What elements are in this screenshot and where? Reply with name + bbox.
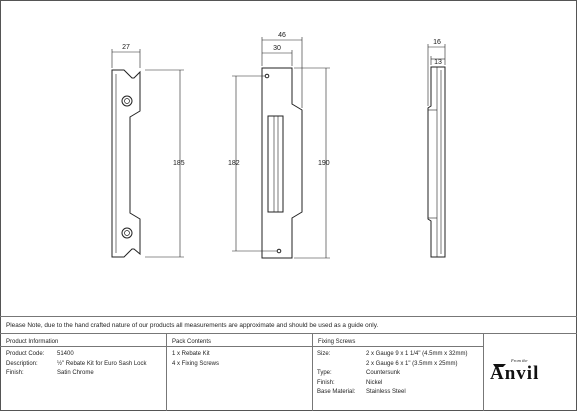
disclaimer-note: Please Note, due to the hand crafted nat…	[6, 322, 379, 329]
strike-hole-bottom	[276, 248, 282, 254]
divider-col2	[312, 333, 313, 411]
pack-contents-line-1: 1 x Rebate Kit	[172, 351, 210, 357]
divider-col1	[166, 333, 167, 411]
screw-finish-label: Finish:	[317, 379, 335, 386]
divider-col3	[483, 333, 484, 411]
rebate-side-view	[427, 66, 446, 258]
pack-contents-title: Pack Contents	[172, 339, 212, 345]
finish-value: Satin Chrome	[57, 370, 94, 376]
screw-type-value: Countersunk	[366, 370, 401, 376]
dim-label-13: 13	[434, 59, 442, 66]
dim-line-46	[261, 37, 303, 108]
base-material-value: Stainless Steel	[366, 389, 406, 395]
screw-hole-bottom	[121, 227, 133, 239]
description-label: Description:	[6, 360, 38, 367]
dim-label-182: 182	[228, 160, 240, 167]
screw-hole-top	[121, 95, 133, 107]
rebate-front-view	[111, 69, 141, 258]
product-code-value: 51400	[57, 351, 74, 357]
screw-size-line-2: 2 x Gauge 6 x 1" (3.5mm x 25mm)	[366, 360, 458, 367]
pack-contents-line-2: 4 x Fixing Screws	[172, 360, 220, 367]
divider-header	[0, 346, 483, 347]
description-value: ½" Rebate Kit for Euro Sash Lock	[57, 360, 147, 367]
anvil-logo: From the Anvil	[490, 358, 539, 383]
product-code-label: Product Code:	[6, 351, 45, 357]
screw-finish-value: Nickel	[366, 379, 383, 386]
dim-label-16: 16	[433, 39, 441, 46]
screw-size-line-1: 2 x Gauge 9 x 1 1/4" (4.5mm x 32mm)	[366, 351, 468, 357]
strike-hole-top	[264, 73, 270, 79]
dim-line-190	[294, 67, 330, 259]
dim-line-182	[232, 75, 277, 252]
dim-line-13	[430, 56, 445, 65]
dim-label-190: 190	[318, 160, 330, 167]
logo-small-text: From the	[510, 358, 527, 363]
dim-line-16	[427, 44, 446, 106]
dim-label-46: 46	[278, 32, 286, 39]
screw-type-label: Type:	[317, 370, 332, 376]
dim-label-27: 27	[122, 44, 130, 51]
screw-size-label: Size:	[317, 351, 331, 357]
divider-top	[0, 316, 577, 317]
logo-brand-text: Anvil	[490, 363, 539, 383]
strike-plate-view	[261, 67, 303, 259]
product-info-title: Product Information	[6, 339, 59, 345]
dim-label-185: 185	[173, 160, 185, 167]
technical-drawing: 27 185 46 30 182 190 16 13	[111, 32, 446, 259]
dim-line-30	[262, 50, 293, 66]
finish-label: Finish:	[6, 370, 24, 376]
divider-note	[0, 333, 577, 334]
dim-line-185	[145, 69, 184, 258]
dim-label-30: 30	[273, 45, 281, 52]
base-material-label: Base Material:	[317, 389, 356, 395]
dim-line-27	[111, 49, 141, 68]
anvil-icon	[493, 364, 506, 367]
fixing-screws-title: Fixing Screws	[318, 339, 356, 345]
